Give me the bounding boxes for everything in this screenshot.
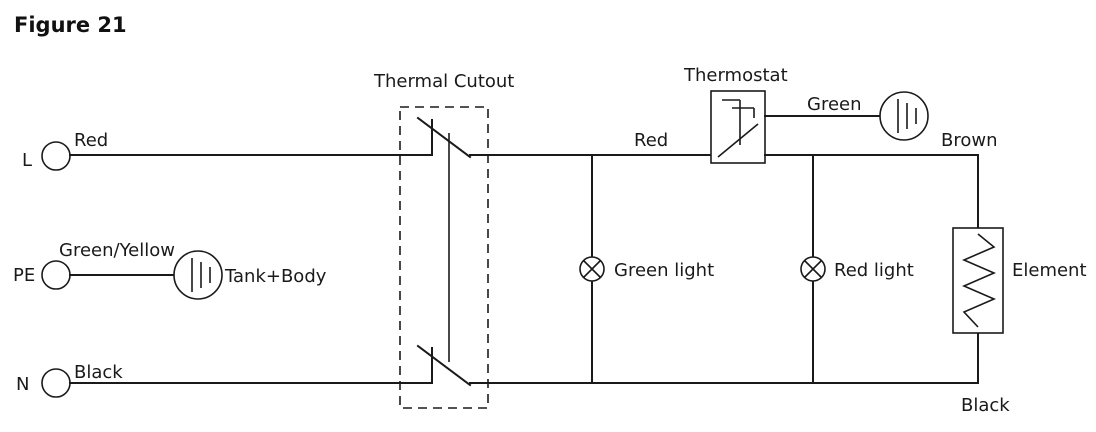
wire-label-live-out: Brown <box>941 130 998 151</box>
terminal-neutral <box>41 368 71 398</box>
terminal-earth <box>41 260 71 290</box>
earth-icon-thermostat <box>879 91 929 141</box>
figure-title: Figure 21 <box>14 13 127 37</box>
terminal-label-earth: PE <box>13 265 35 286</box>
lamp-icon-red <box>800 256 826 282</box>
wire-label-thermostat-earth: Green <box>807 94 862 115</box>
thermal-cutout-switch <box>416 116 472 387</box>
thermal-cutout-label: Thermal Cutout <box>373 71 514 92</box>
wire-label-earth-in: Green/Yellow <box>59 240 175 261</box>
tank-body-label: Tank+Body <box>224 266 327 287</box>
element-label: Element <box>1012 260 1087 281</box>
thermal-cutout-box <box>399 106 489 409</box>
wire-label-neutral-out: Black <box>961 395 1010 416</box>
red-light-label: Red light <box>834 260 914 281</box>
thermostat-symbol <box>710 90 766 164</box>
terminal-label-neutral: N <box>16 374 29 395</box>
heating-element-symbol <box>952 227 1004 334</box>
green-light-label: Green light <box>614 260 714 281</box>
wire-label-neutral-in: Black <box>74 362 123 383</box>
wire-label-live-in: Red <box>74 130 108 151</box>
wire-label-live-mid: Red <box>634 130 668 151</box>
terminal-label-live: L <box>22 150 32 171</box>
lamp-icon-green <box>579 256 605 282</box>
thermostat-label: Thermostat <box>683 65 788 86</box>
earth-icon-tank-body <box>173 250 223 300</box>
terminal-live <box>41 141 71 171</box>
